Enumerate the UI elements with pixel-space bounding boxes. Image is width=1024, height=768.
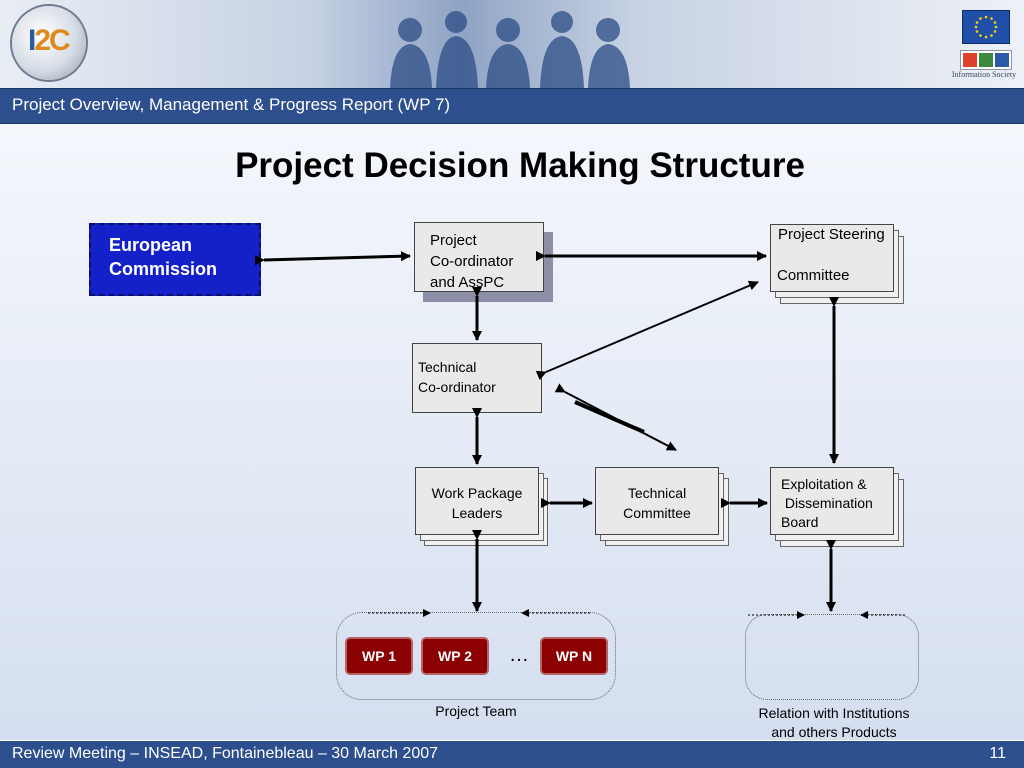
project-team-group	[336, 612, 616, 700]
technical-committee-box	[595, 467, 719, 535]
project-coordinator-label-1: Project	[430, 232, 477, 249]
technical-coordinator-box	[412, 343, 542, 413]
technical-committee-label-2: Committee	[623, 505, 691, 521]
technical-coordinator-label-1: Technical	[418, 359, 477, 375]
wp-leaders-label-1: Work Package	[431, 485, 523, 501]
information-society-logo	[960, 50, 1012, 70]
information-society-caption: Information Society	[951, 70, 1017, 79]
wp-1-button[interactable]: WP 1	[347, 639, 411, 673]
arrow-ec-coordinator	[254, 251, 411, 266]
project-team-caption: Project Team	[435, 703, 517, 719]
exploitation-board-label-3: Board	[781, 514, 819, 530]
exploitation-board-label-2: Dissemination	[781, 495, 873, 511]
top-banner: I2C Information Society	[0, 0, 1024, 88]
arrow-technical-steering	[535, 280, 759, 381]
diagram-heading: Project Decision Making Structure	[235, 146, 805, 185]
wp-n-button[interactable]: WP N	[542, 639, 606, 673]
steering-committee-box	[770, 224, 894, 292]
wp-2-button[interactable]: WP 2	[423, 639, 487, 673]
technical-committee-label-1: Technical	[627, 485, 687, 501]
eu-flag-icon	[962, 10, 1010, 44]
european-commission-label-2: Commission	[109, 259, 218, 279]
project-coordinator-label-2: Co-ordinator	[430, 253, 514, 270]
i2c-logo-mark: I2C	[28, 24, 71, 57]
wp-leaders-label-2: Leaders	[451, 505, 503, 521]
page-number: 11	[989, 745, 1006, 762]
european-commission-label-1: European	[109, 235, 193, 255]
technical-coordinator-label-2: Co-ordinator	[418, 379, 496, 395]
relation-group	[745, 614, 919, 700]
project-coordinator-label-3: and AssPC	[430, 274, 505, 291]
steering-committee-label-2: Committee	[777, 267, 850, 284]
relation-caption-2: and others Products	[771, 724, 897, 740]
slide-title-bar: Project Overview, Management & Progress …	[0, 88, 1024, 124]
relation-caption-1: Relation with Institutions	[758, 705, 910, 721]
wp-leaders-box	[415, 467, 539, 535]
arrow-technical-committee-emphasis	[574, 400, 645, 434]
exploitation-board-box	[770, 467, 894, 535]
exploitation-board-label-1: Exploitation &	[781, 476, 867, 492]
wp-ellipsis: …	[509, 644, 529, 666]
people-silhouettes-image	[390, 11, 630, 88]
footer-bar: Review Meeting – INSEAD, Fontainebleau –…	[0, 741, 1024, 768]
i2c-logo	[12, 6, 86, 80]
slide-title: Project Overview, Management & Progress …	[12, 95, 451, 114]
european-commission-box: European Commission	[89, 223, 261, 296]
steering-committee-label-1: Project Steering	[778, 226, 885, 243]
footer-meeting: Review Meeting – INSEAD, Fontainebleau –…	[12, 745, 439, 762]
